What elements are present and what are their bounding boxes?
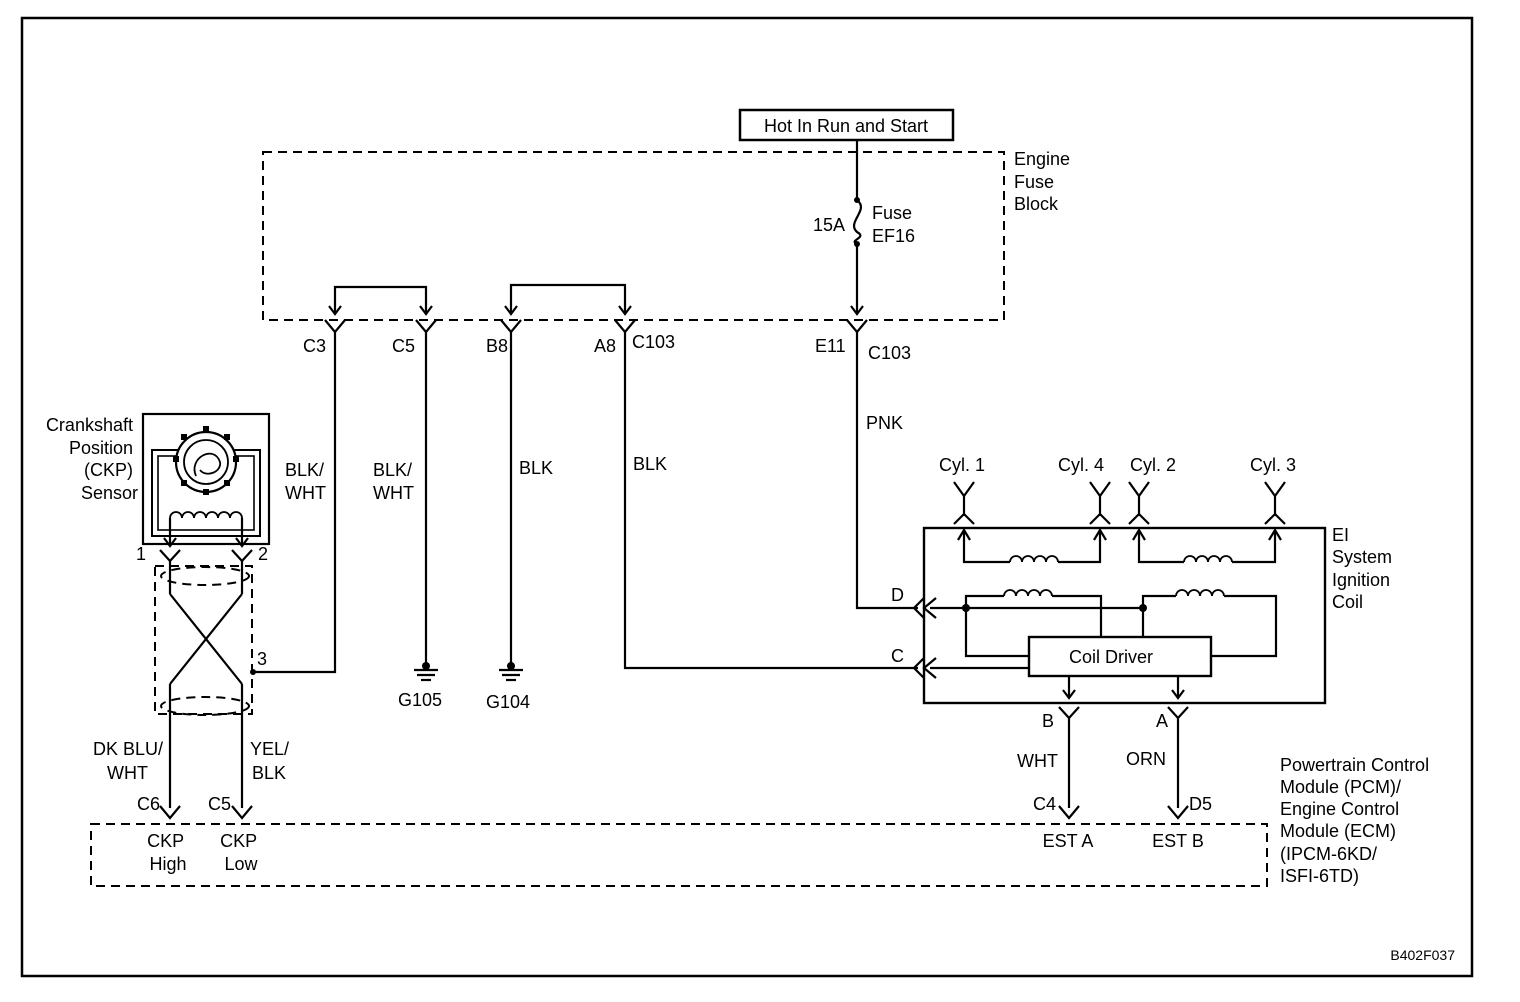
diagram-frame <box>20 16 1474 978</box>
wire-label-est-a: WHT <box>1017 751 1058 771</box>
pcm-pin-c5: C5 <box>208 794 231 814</box>
coil-pin-a: A <box>1156 711 1168 731</box>
connector-c103-right: C103 <box>868 343 911 363</box>
ei-ignition-coil <box>922 526 1327 705</box>
supply-box: Hot In Run and Start <box>738 108 955 142</box>
coil-driver: Coil Driver <box>1027 635 1213 678</box>
wire-label-e11: PNK <box>866 413 903 433</box>
ei-coil-label: EI System Ignition Coil <box>1332 525 1397 612</box>
pcm-ckp-low-label: CKP Low <box>220 831 262 874</box>
pcm-module-label: Powertrain Control Module (PCM)/ Engine … <box>1280 755 1434 886</box>
wire-label-a8: BLK <box>633 454 667 474</box>
fuse-rating: 15A <box>813 215 845 235</box>
pcm-est-a-label: EST A <box>1043 831 1094 851</box>
est-wires <box>1058 676 1189 808</box>
ground-g104 <box>499 662 523 682</box>
pcm-ckp-high-label: CKP High <box>147 831 189 874</box>
cyl-4-label: Cyl. 4 <box>1058 455 1104 475</box>
wire-label-b8: BLK <box>519 458 553 478</box>
wire-e11 <box>855 332 918 610</box>
supply-label: Hot In Run and Start <box>764 116 928 136</box>
pcm-pin-c6: C6 <box>137 794 160 814</box>
secondary-windings <box>957 527 1282 564</box>
coil-pin-d: D <box>891 585 904 605</box>
connector-c103-chevrons <box>324 319 868 334</box>
sensor-pin-3: 3 <box>257 649 267 669</box>
wire-label-ckp-high: DK BLU/ WHT <box>93 739 168 783</box>
engine-fuse-block <box>262 151 1005 321</box>
cyl-1-label: Cyl. 1 <box>939 455 985 475</box>
pin-b8: B8 <box>486 336 508 356</box>
primary-windings <box>930 589 1278 670</box>
connector-c103-left: C103 <box>632 332 675 352</box>
wire-label-c3: BLK/ WHT <box>285 460 329 503</box>
wire-c3 <box>250 332 337 675</box>
sensor-pin-1: 1 <box>136 544 146 564</box>
fuse-label: Fuse EF16 <box>872 203 917 246</box>
coil-driver-label: Coil Driver <box>1069 647 1153 667</box>
fuse-block-label: Engine Fuse Block <box>1014 149 1075 214</box>
fuse-block-jumper-c3-c5 <box>328 285 433 316</box>
figure-code: B402F037 <box>1390 947 1455 963</box>
cyl-2-label: Cyl. 2 <box>1130 455 1176 475</box>
pcm-pin-c4: C4 <box>1033 794 1056 814</box>
pcm-connector-chevrons <box>159 805 1189 820</box>
ckp-sensor <box>141 412 271 563</box>
pin-c3: C3 <box>303 336 326 356</box>
ckp-sensor-label: Crankshaft Position (CKP) Sensor <box>46 415 138 503</box>
ground-label-g105: G105 <box>398 690 442 710</box>
ground-label-g104: G104 <box>486 692 530 712</box>
fuse-block-jumper-b8-a8 <box>504 283 632 316</box>
pcm-est-b-label: EST B <box>1152 831 1204 851</box>
pin-c5: C5 <box>392 336 415 356</box>
coil-input-chevrons <box>912 597 937 679</box>
pcm-module <box>90 823 1268 887</box>
wire-label-ckp-low: YEL/ BLK <box>250 739 294 783</box>
wire-label-est-b: ORN <box>1126 749 1166 769</box>
ground-g105 <box>414 662 438 682</box>
coil-pin-b: B <box>1042 711 1054 731</box>
wire-a8 <box>623 332 918 670</box>
pcm-pin-d5: D5 <box>1189 794 1212 814</box>
cyl-3-label: Cyl. 3 <box>1250 455 1296 475</box>
cylinder-terminals <box>953 481 1286 525</box>
sensor-pin-2: 2 <box>258 544 268 564</box>
coil-pin-c: C <box>891 646 904 666</box>
pin-e11: E11 <box>815 336 846 356</box>
shielded-twisted-pair <box>154 561 253 808</box>
fuse-ef16 <box>850 140 864 316</box>
wire-label-c5: BLK/ WHT <box>373 460 417 503</box>
pin-a8: A8 <box>594 336 616 356</box>
